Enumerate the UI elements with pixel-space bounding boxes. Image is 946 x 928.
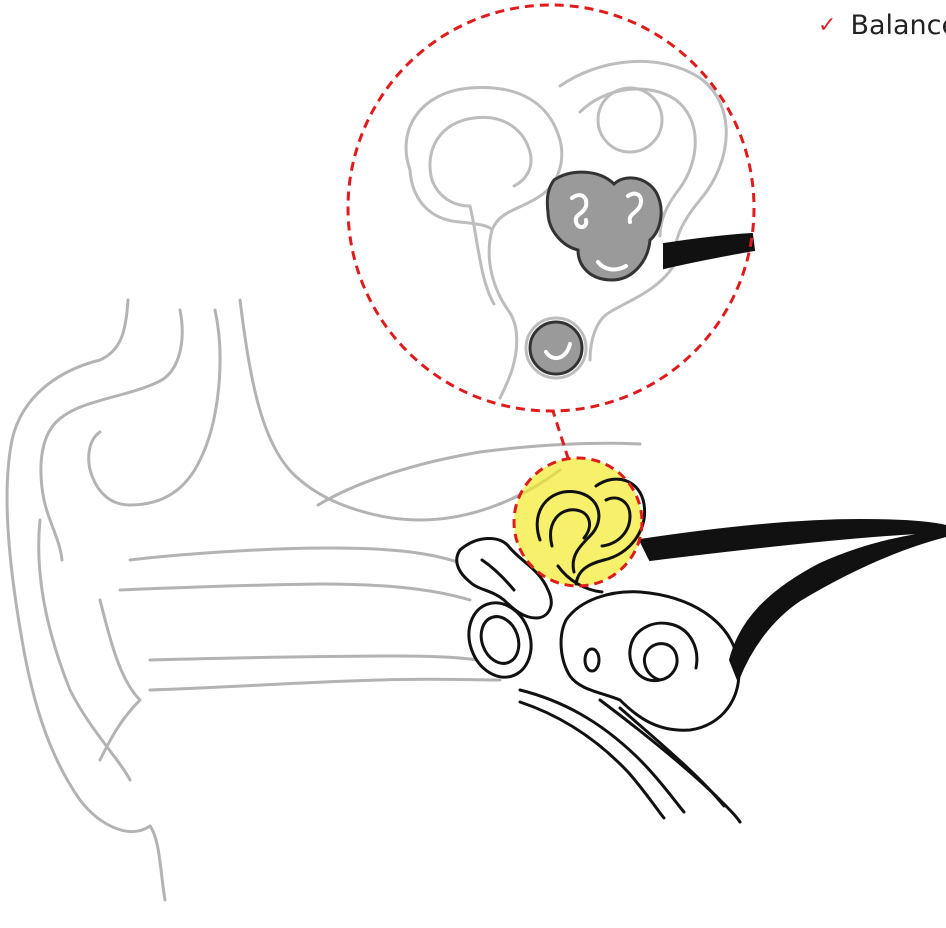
lobe-inner (39, 520, 130, 780)
helix-inner (41, 310, 182, 560)
ear-canal-upper (130, 548, 478, 570)
ear-canal-mid (120, 584, 470, 600)
antihelix (89, 310, 220, 505)
ear-canal-lower (150, 679, 500, 690)
zoom-saccule (526, 318, 586, 378)
tragus (100, 600, 140, 760)
vestibule-body (561, 592, 739, 730)
saccule-grey (530, 322, 582, 374)
ear-canal-mid2 (150, 656, 490, 662)
zoom-connector (552, 408, 568, 458)
zoom-inset (348, 5, 754, 411)
